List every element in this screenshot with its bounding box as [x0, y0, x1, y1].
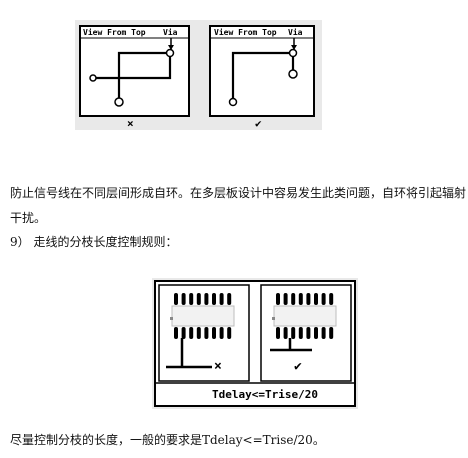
- right-trace: [231, 51, 295, 102]
- left-ic-pin-bottom: [181, 327, 186, 339]
- right-trace-endpoint-top: [288, 69, 298, 79]
- right-ic-pin-bottom: [298, 327, 303, 339]
- right-ic-pin-top: [291, 293, 296, 305]
- right-ic-pin-bottom: [276, 327, 280, 339]
- left-ic-pin-bottom: [174, 327, 178, 339]
- left-ic-notch: [170, 317, 173, 320]
- stub-right-verdict-icon: ✔: [294, 359, 302, 374]
- stub-left-verdict-icon: ×: [214, 359, 222, 374]
- left-ic-body: [171, 305, 235, 327]
- left-ic-pin-top: [219, 293, 224, 305]
- right-ic-chip: [272, 293, 337, 339]
- left-ic-pin-bottom: [196, 327, 201, 339]
- right-via-label: Via: [288, 27, 303, 37]
- left-trace-endpoint: [114, 97, 124, 107]
- stub-formula: Tdelay<=Trise/20: [212, 388, 318, 401]
- left-ic-pin-top: [196, 293, 201, 305]
- left-ic-pin-top: [204, 293, 209, 305]
- section-heading: 9） 走线的分枝长度控制规则：: [10, 235, 178, 249]
- right-ic-pin-bottom: [329, 327, 334, 339]
- right-ic-pin-bottom: [306, 327, 311, 339]
- right-ic-pin-top: [329, 293, 334, 305]
- left-ic-pin-top: [189, 293, 194, 305]
- left-ic-pin-bottom: [189, 327, 194, 339]
- left-via-pad: [165, 48, 175, 58]
- right-ic-body: [273, 305, 337, 327]
- right-panel-frame: [209, 25, 315, 117]
- left-ic-pin-top: [181, 293, 186, 305]
- stub-rule-text: 尽量控制分枝的长度，一般的要求是Tdelay<=Trise/20。: [10, 433, 325, 447]
- loop-figure: View From Top Via × View From Top Via ✔: [75, 20, 322, 130]
- right-ic-pin-top: [298, 293, 303, 305]
- left-verdict-icon: ×: [127, 117, 134, 130]
- right-panel-header: View From Top: [214, 27, 277, 37]
- right-ic-pin-bottom: [291, 327, 296, 339]
- left-ic-pin-top: [212, 293, 216, 305]
- left-ic-pin-top: [227, 293, 232, 305]
- right-ic-pin-top: [276, 293, 280, 305]
- right-verdict-icon: ✔: [255, 117, 262, 130]
- left-ic-pin-bottom: [227, 327, 232, 339]
- right-ic-pin-bottom: [321, 327, 326, 339]
- left-panel-header: View From Top: [83, 27, 146, 37]
- left-via-label: Via: [163, 27, 178, 37]
- loop-rule-text-line2: 干扰。: [10, 211, 47, 225]
- left-ic-pin-bottom: [219, 327, 224, 339]
- right-ic-pin-top: [314, 293, 318, 305]
- left-ic-pin-top: [174, 293, 178, 305]
- right-ic-notch: [272, 317, 275, 320]
- left-ic-pin-bottom: [204, 327, 209, 339]
- left-via-arrowhead: [168, 45, 174, 50]
- left-ic-chip: [170, 293, 235, 339]
- right-ic-pin-bottom: [283, 327, 288, 339]
- right-via-arrowhead: [291, 45, 297, 50]
- right-ic-pin-bottom: [314, 327, 318, 339]
- stub-right-panel: [260, 284, 352, 382]
- stub-figure-svg: × ✔ Tdelay<=Trise/20: [154, 280, 356, 407]
- stub-figure: × ✔ Tdelay<=Trise/20: [152, 278, 358, 409]
- right-trace-endpoint-bottom: [228, 97, 238, 107]
- left-trace-pin: [89, 74, 97, 82]
- right-ic-pin-top: [321, 293, 326, 305]
- left-ic-pin-bottom: [212, 327, 216, 339]
- loop-figure-svg: View From Top Via × View From Top Via ✔: [79, 25, 315, 130]
- right-ic-pin-top: [283, 293, 288, 305]
- right-ic-pin-top: [306, 293, 311, 305]
- left-panel-frame: [79, 25, 190, 117]
- loop-rule-text-line1: 防止信号线在不同层间形成自环。在多层板设计中容易发生此类问题，自环将引起辐射: [10, 186, 467, 200]
- right-via-pad: [288, 48, 298, 58]
